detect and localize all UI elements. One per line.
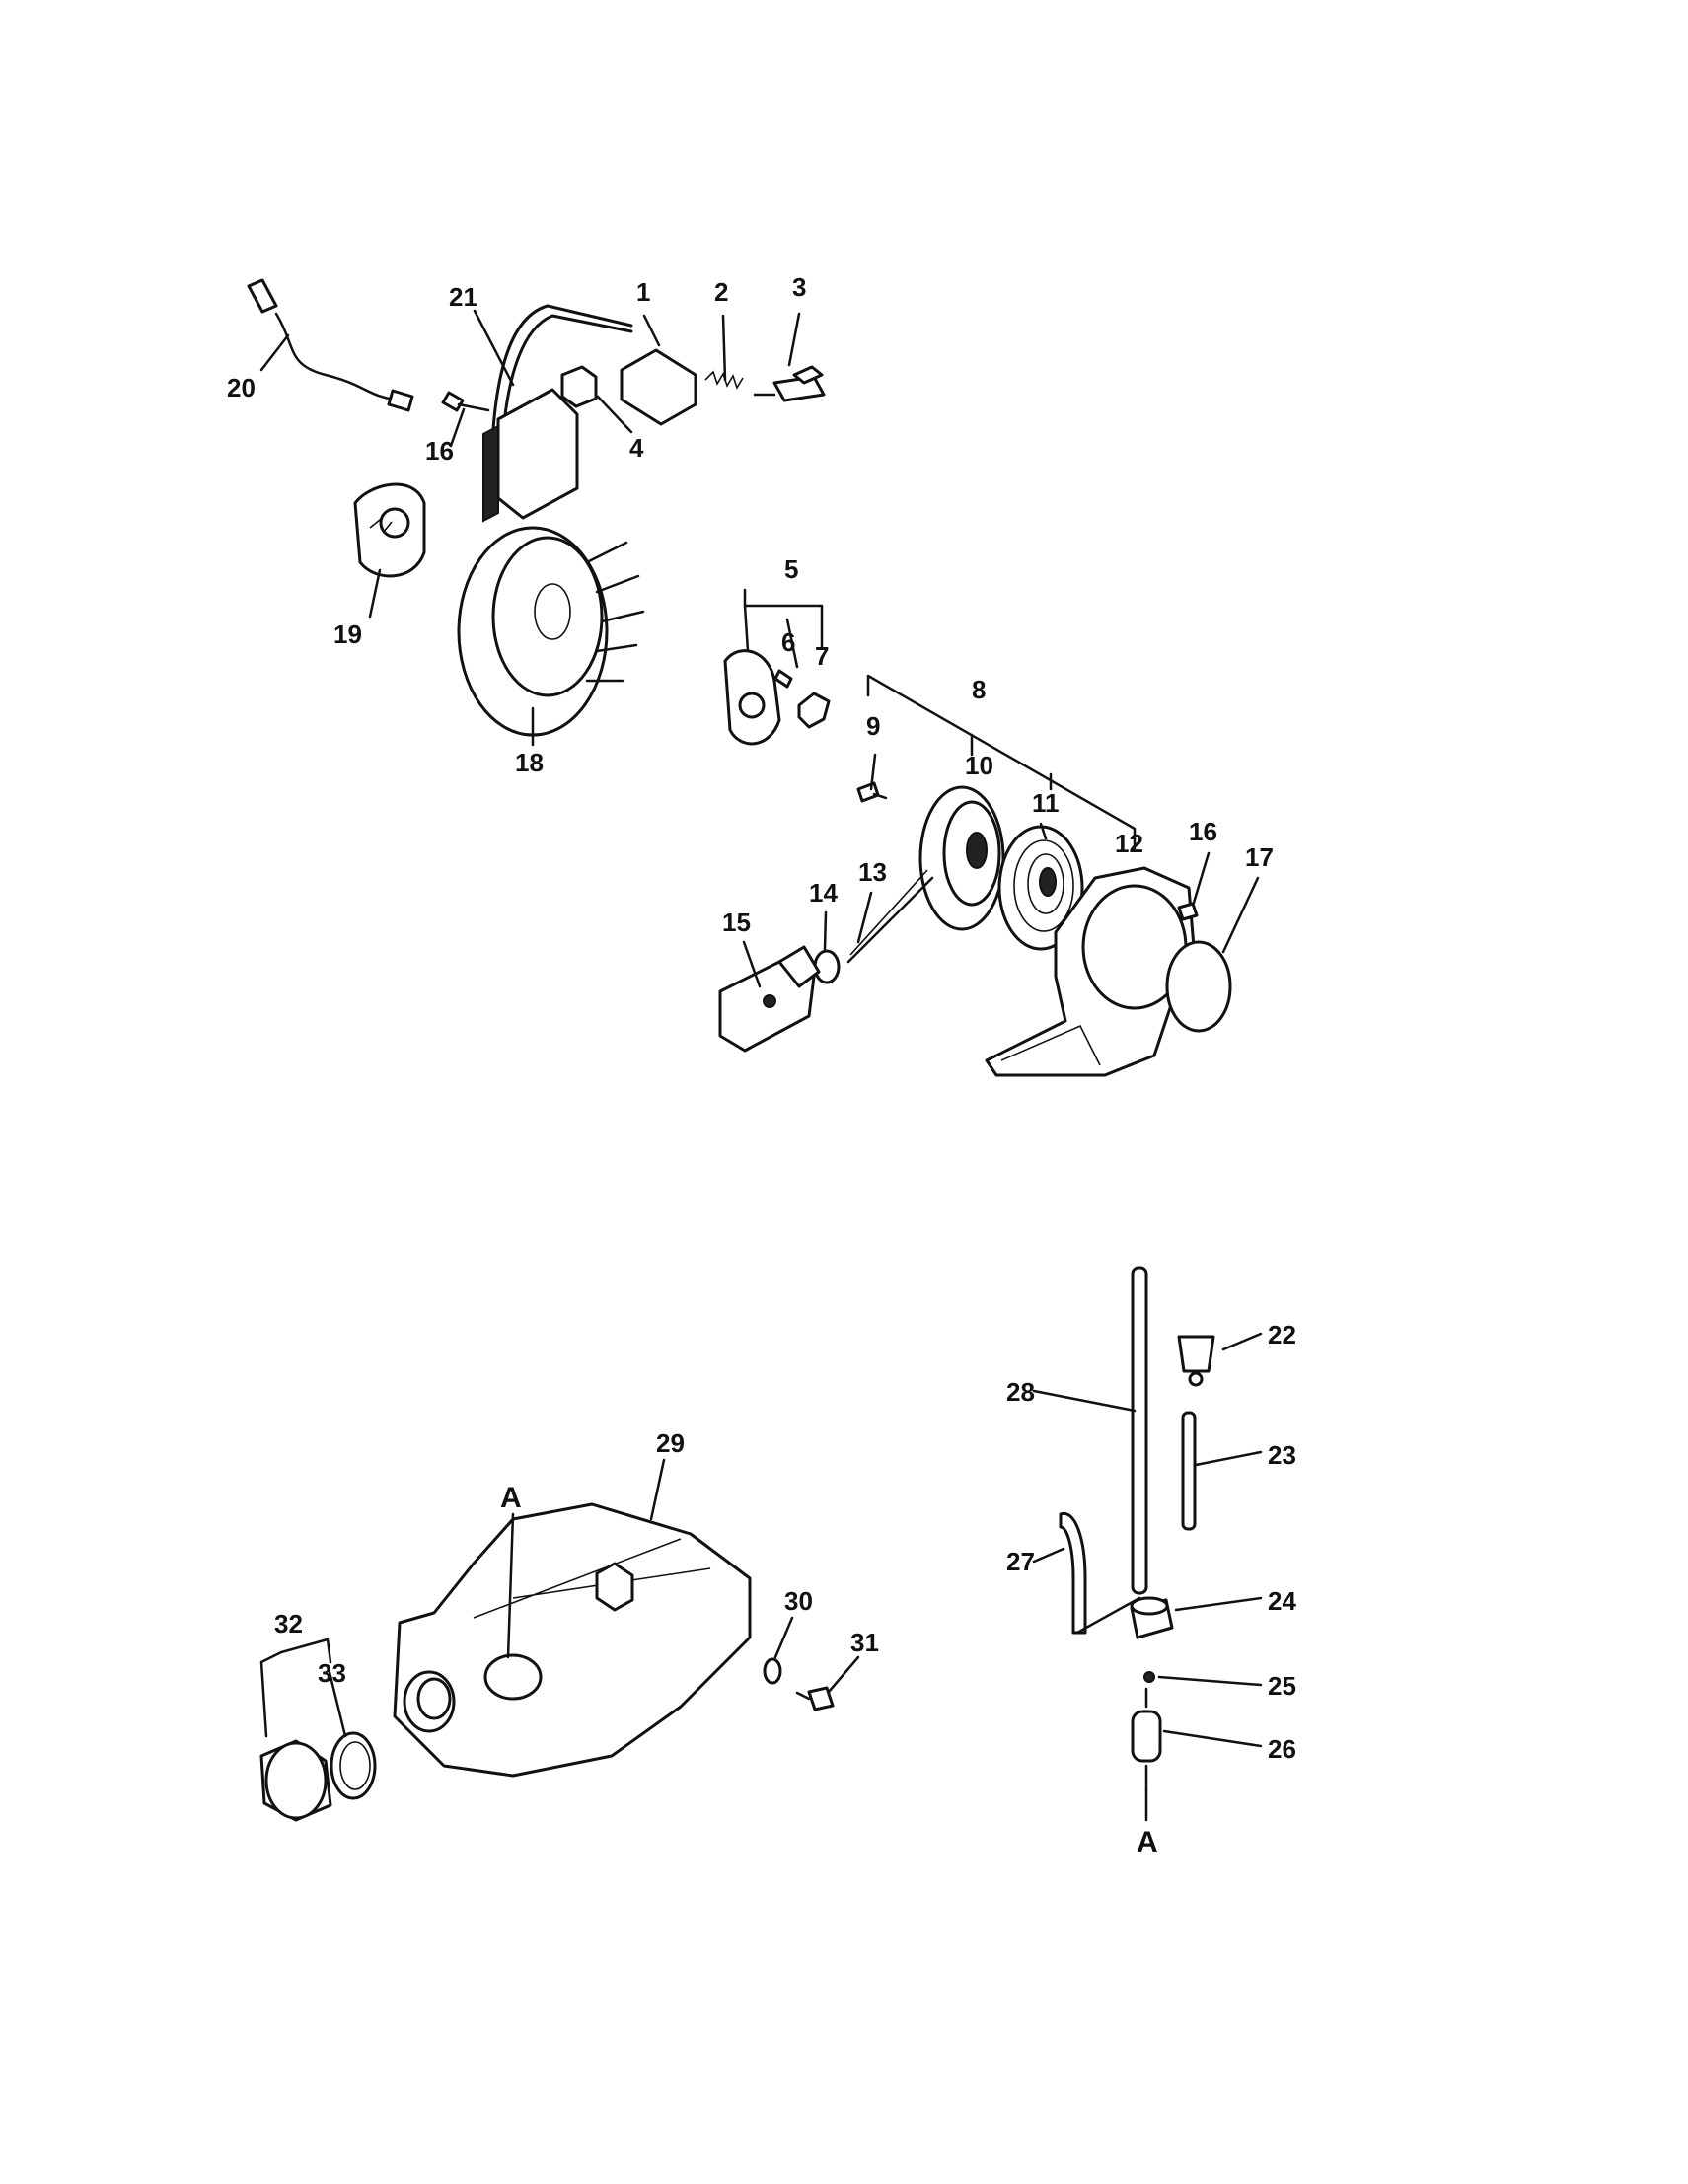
callout-1: 1 (636, 277, 650, 307)
part-spark-plug-cover (620, 348, 697, 426)
callout-28: 28 (1006, 1377, 1035, 1407)
callout-5: 5 (784, 554, 798, 584)
part-pawl-screw (773, 669, 793, 689)
leader-lines (259, 309, 1263, 1822)
callout-14: 14 (809, 878, 838, 908)
part-washer (763, 1657, 782, 1685)
callout-29: 29 (656, 1428, 685, 1458)
reference-letter-a-filter: A (1137, 1826, 1158, 1858)
callout-15: 15 (722, 908, 751, 937)
callout-4: 4 (629, 433, 644, 463)
callout-26: 26 (1268, 1734, 1296, 1764)
callout-11: 11 (1032, 788, 1060, 818)
bracket-32 (259, 1638, 332, 1738)
part-rope-guide (813, 949, 841, 984)
callout-25: 25 (1268, 1671, 1296, 1701)
bracket-5 (743, 588, 824, 653)
callout-31: 31 (850, 1628, 879, 1657)
callout-33: 33 (318, 1658, 346, 1688)
part-screw-31 (795, 1686, 835, 1711)
callout-8: 8 (972, 675, 986, 704)
callout-19: 19 (333, 619, 362, 649)
part-starter-housing (985, 866, 1196, 1077)
part-spark-plug (753, 365, 826, 402)
part-pawl-housing (723, 649, 781, 746)
part-screw-9 (856, 781, 888, 803)
bracket-8 (866, 674, 1137, 850)
part-starter-handle (718, 945, 821, 1053)
callout-23: 23 (1268, 1440, 1296, 1470)
part-filler-neck (403, 1670, 456, 1733)
part-pawl (797, 692, 831, 729)
callout-27: 27 (1006, 1547, 1035, 1576)
part-fuel-line-long (1131, 1266, 1148, 1595)
reference-letter-a-tank: A (500, 1482, 522, 1514)
part-starter-pulley (918, 785, 1005, 931)
part-fuel-line-short (1181, 1411, 1197, 1531)
part-fuel-filter (1131, 1687, 1162, 1792)
part-grommet (1130, 1596, 1174, 1639)
part-fuel-tank (393, 1502, 752, 1778)
callout-16-right: 16 (1189, 817, 1217, 846)
part-screw-16-right (1177, 902, 1199, 921)
part-cap-gasket (330, 1731, 377, 1800)
part-starter-rope (846, 869, 934, 964)
callout-30: 30 (784, 1586, 813, 1616)
part-flywheel (457, 526, 645, 737)
part-clutch-assembly-19 (353, 482, 426, 578)
part-ignition-module (482, 304, 633, 523)
callout-labels: 1 2 3 4 5 6 7 8 9 10 11 12 13 14 15 16 1… (227, 272, 1296, 1858)
callout-6: 6 (781, 627, 795, 657)
callout-12: 12 (1115, 829, 1143, 858)
callout-22: 22 (1268, 1320, 1296, 1349)
callout-20: 20 (227, 373, 256, 402)
part-screw-16-upper (441, 391, 490, 412)
part-return-hose (1059, 1512, 1087, 1635)
part-ignition-boot (560, 365, 598, 408)
part-fuel-cap (259, 1739, 332, 1822)
callout-9: 9 (866, 711, 880, 741)
callout-13: 13 (858, 857, 887, 887)
callout-3: 3 (792, 272, 806, 302)
callout-24: 24 (1268, 1586, 1296, 1616)
callout-32: 32 (274, 1609, 303, 1638)
part-primer-cap (1177, 1335, 1215, 1387)
callout-7: 7 (815, 641, 829, 671)
part-spark-plug-wire (247, 278, 414, 412)
part-fuel-plug (1143, 1671, 1155, 1683)
part-gasket (1165, 940, 1232, 1033)
callout-2: 2 (714, 277, 728, 307)
callout-17: 17 (1245, 842, 1274, 872)
callout-10: 10 (965, 751, 993, 780)
part-recoil-spring (997, 825, 1084, 951)
callout-18: 18 (515, 748, 544, 777)
callout-21: 21 (449, 282, 477, 312)
callout-16-upper: 16 (425, 436, 454, 466)
